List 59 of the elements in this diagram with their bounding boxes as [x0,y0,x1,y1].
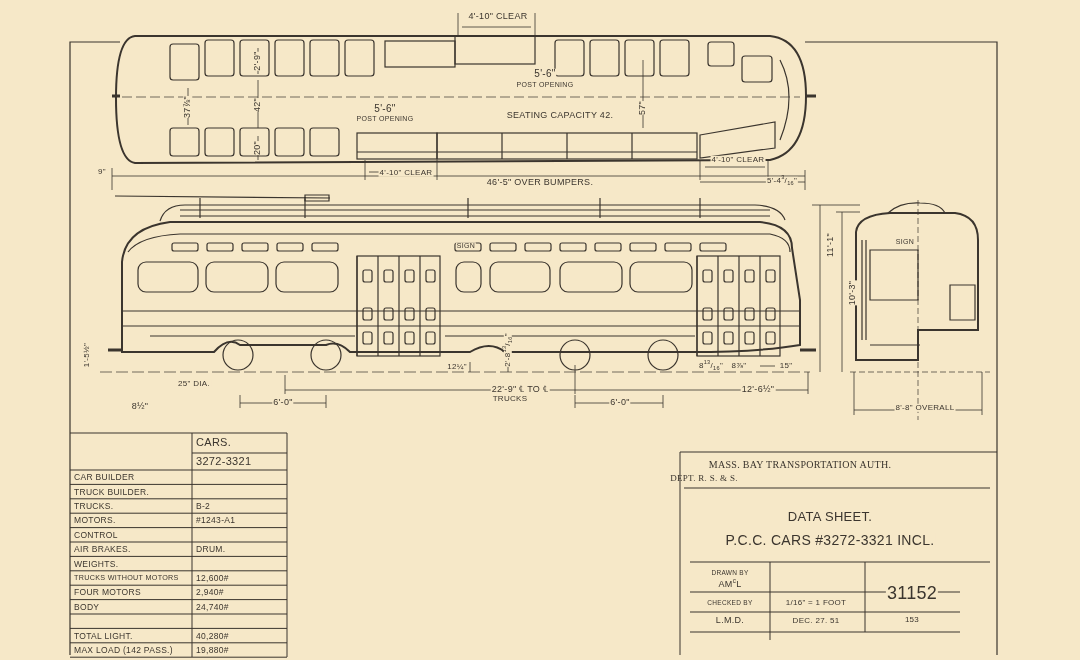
table-cell: B-2 [196,501,211,511]
dimension-label: 25" DIA. [177,379,211,389]
dimension-label: 8½" [130,402,150,412]
table-cell: MAX LOAD (142 PASS.) [74,645,173,655]
dimension-label: 12¼" [446,362,468,372]
table-cell: TRUCKS. [74,501,114,511]
dimension-label: 12'-6½" [740,385,776,395]
table-cell: 3272-3321 [196,455,252,468]
dimension-label: 8⅞" [730,361,748,371]
title-block-text: 1/16" = 1 FOOT [784,598,848,608]
dimension-label: 10'-3" [848,280,858,306]
dimension-label: 42" [253,97,263,113]
title-block-text: DATA SHEET. [786,510,874,524]
dimension-label: 8$^{13}$/$_{16}$" [697,361,725,371]
table-cell: DRUM. [196,544,226,554]
table-cell: 19,880# [196,645,229,655]
dimension-label: SEATING CAPACITY 42. [505,111,615,121]
dimension-label: 6'-0" [609,398,631,408]
dimension-label: 5'-6" [373,103,397,115]
dimension-label: 5'-6" [533,68,557,80]
dimension-label: 46'-5" OVER BUMPERS. [485,178,595,188]
table-cell: WEIGHTS. [74,559,119,569]
table-cell: MOTORS. [74,515,116,525]
table-cell: #1243-A1 [196,515,236,525]
dimension-label: TRUCKS [491,394,529,404]
dimension-label: 4'-10" CLEAR [467,12,529,22]
dimension-label: 6'-0" [272,398,294,408]
title-block-text: 153 [903,615,921,625]
dimension-label: 4'-10" CLEAR [378,168,434,178]
title-block-text: P.C.C. CARS #3272-3321 INCL. [724,532,936,548]
title-block-text: L.M.D. [714,616,746,626]
title-block-text: MASS. BAY TRANSPORTATION AUTH. [708,459,892,471]
dimension-label: 4'-10" CLEAR [710,155,766,165]
table-cell: BODY [74,602,100,612]
dimension-label: 20" [253,140,263,156]
table-cell: 24,740# [196,602,229,612]
table-cell: TRUCK BUILDER. [74,487,150,497]
table-cell: FOUR MOTORS [74,587,141,597]
dimension-label: 37⅞" [183,96,193,118]
table-cell: 2,940# [196,587,224,597]
dimension-label: 15" [778,361,794,371]
table-cell: CARS. [196,437,232,449]
dimension-label: 1'-5½" [82,342,92,368]
title-block-text: AM$^{c}$L [717,580,743,590]
dimension-label: 22'-9" ℄ TO ℄ [490,385,550,395]
table-cell: CONTROL [74,530,118,540]
dimension-label: 8'-8" OVERALL [894,403,956,413]
dimension-label: 5'-4$^{3}$/$_{16}$" [765,176,799,186]
dimension-label: 9" [97,167,107,177]
table-cell: AIR BRAKES. [74,544,131,554]
dimension-label: 11'-1" [826,232,836,258]
dimension-label: 57" [638,100,648,116]
table-cell: 40,280# [196,631,229,641]
title-block-text: DEPT. R. S. & S. [670,474,738,484]
dimension-label: 2'-9" [253,51,263,71]
table-cell: TOTAL LIGHT. [74,631,133,641]
table-cell: CAR BUILDER [74,472,135,482]
table-cell: 12,600# [196,573,229,583]
title-block-text: DEC. 27. 51 [791,616,841,626]
